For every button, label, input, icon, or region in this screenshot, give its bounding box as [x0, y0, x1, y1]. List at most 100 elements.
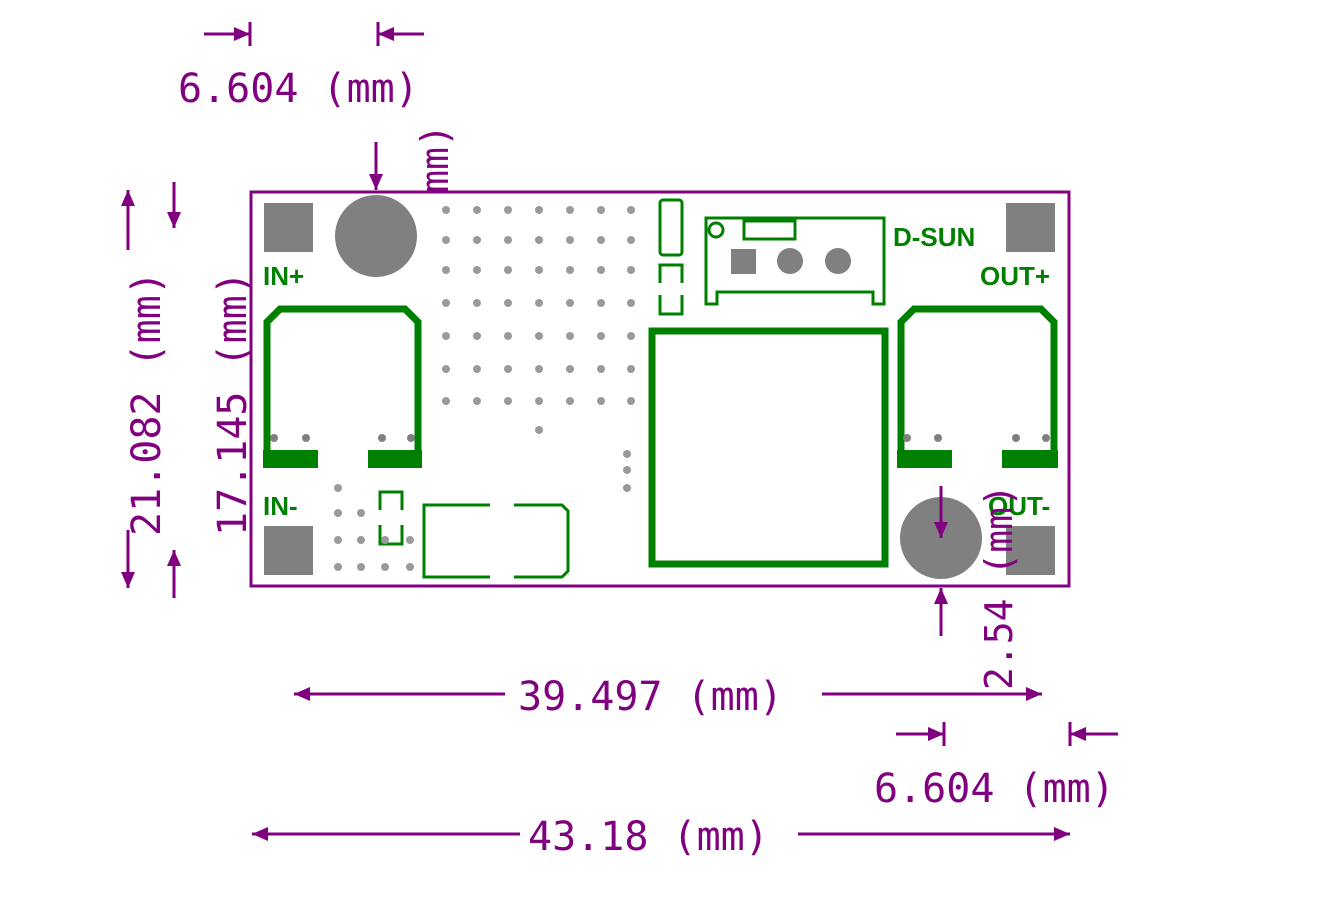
- via: [623, 450, 631, 458]
- via: [381, 536, 389, 544]
- bottom-hole-spacing-label: 2.54 (mm): [977, 484, 1021, 690]
- via: [381, 563, 389, 571]
- diode-outline: [422, 503, 570, 579]
- inductor-block: [648, 327, 889, 568]
- via: [473, 206, 481, 214]
- via: [535, 426, 543, 434]
- via: [627, 397, 635, 405]
- via: [566, 332, 574, 340]
- via-grid: [334, 206, 635, 571]
- via: [597, 299, 605, 307]
- via: [566, 365, 574, 373]
- via: [406, 536, 414, 544]
- via: [627, 365, 635, 373]
- pad-in-plus: [264, 203, 313, 252]
- via: [504, 332, 512, 340]
- pad-out-plus: [1006, 203, 1055, 252]
- via: [627, 266, 635, 274]
- via: [357, 509, 365, 517]
- via: [473, 365, 481, 373]
- via: [442, 236, 450, 244]
- potentiometer-pin-3: [825, 248, 851, 274]
- inner-height-dimension: 17.145 (mm): [167, 182, 256, 598]
- via: [442, 365, 450, 373]
- label-in-minus: IN-: [263, 491, 298, 521]
- via: [504, 299, 512, 307]
- capacitor-left: [263, 305, 422, 466]
- top-hole-offset-label: 6.604 (mm): [178, 66, 419, 112]
- via: [406, 563, 414, 571]
- via: [535, 299, 543, 307]
- via: [597, 236, 605, 244]
- via: [504, 266, 512, 274]
- via: [535, 266, 543, 274]
- hole-span-label: 39.497 (mm): [518, 674, 783, 720]
- via: [473, 266, 481, 274]
- pcb-board: IN+ IN- OUT+ OUT- D-SUN: [249, 190, 1071, 588]
- via: [535, 206, 543, 214]
- capacitor-right: [897, 305, 1058, 466]
- via: [504, 236, 512, 244]
- via: [535, 397, 543, 405]
- via: [623, 484, 631, 492]
- capacitor-right-bar-b: [1002, 450, 1058, 468]
- capacitor-left-bar-b: [368, 450, 422, 468]
- small-cap-3: [378, 490, 404, 546]
- via: [473, 332, 481, 340]
- via: [566, 236, 574, 244]
- via: [566, 397, 574, 405]
- via: [442, 299, 450, 307]
- label-out-plus: OUT+: [980, 261, 1050, 291]
- capacitor-right-bar-a: [897, 450, 952, 468]
- via: [334, 536, 342, 544]
- capacitor-left-bar-a: [263, 450, 318, 468]
- potentiometer-pin-1: [731, 249, 756, 274]
- via: [357, 563, 365, 571]
- via: [566, 299, 574, 307]
- via: [473, 299, 481, 307]
- inner-height-label: 17.145 (mm): [210, 271, 256, 536]
- via: [597, 365, 605, 373]
- via: [597, 206, 605, 214]
- via: [535, 332, 543, 340]
- potentiometer-pin-2: [777, 248, 803, 274]
- via: [535, 365, 543, 373]
- via: [334, 484, 342, 492]
- via: [334, 563, 342, 571]
- top-hole-offset-dimension: 6.604 (mm): [178, 22, 424, 112]
- potentiometer-outline: [704, 216, 886, 306]
- via: [442, 266, 450, 274]
- total-height-dimension: 21.082 (mm): [121, 190, 170, 588]
- via: [442, 332, 450, 340]
- total-width-label: 43.18 (mm): [528, 814, 769, 860]
- label-in-plus: IN+: [263, 261, 304, 291]
- via: [566, 206, 574, 214]
- via: [504, 206, 512, 214]
- via: [442, 206, 450, 214]
- small-cap-2: [658, 263, 684, 316]
- mounting-hole-top: [335, 195, 417, 277]
- via: [627, 332, 635, 340]
- hole-span-dimension: 39.497 (mm): [294, 674, 1042, 720]
- via: [442, 397, 450, 405]
- via: [566, 266, 574, 274]
- pad-out-minus: [1006, 526, 1055, 575]
- via: [504, 365, 512, 373]
- bottom-hole-offset-label: 6.604 (mm): [874, 766, 1115, 812]
- bottom-hole-offset-dimension: 6.604 (mm): [874, 722, 1118, 812]
- brand-label: D-SUN: [893, 222, 975, 252]
- via: [627, 299, 635, 307]
- via: [504, 397, 512, 405]
- via: [627, 206, 635, 214]
- via: [473, 397, 481, 405]
- small-cap-1: [658, 198, 684, 257]
- total-height-label: 21.082 (mm): [124, 271, 170, 536]
- label-out-minus: OUT-: [988, 491, 1050, 521]
- via: [535, 236, 543, 244]
- via: [357, 536, 365, 544]
- via: [597, 332, 605, 340]
- pad-in-minus: [264, 526, 313, 575]
- via: [473, 236, 481, 244]
- total-width-dimension: 43.18 (mm): [252, 814, 1070, 860]
- via: [627, 236, 635, 244]
